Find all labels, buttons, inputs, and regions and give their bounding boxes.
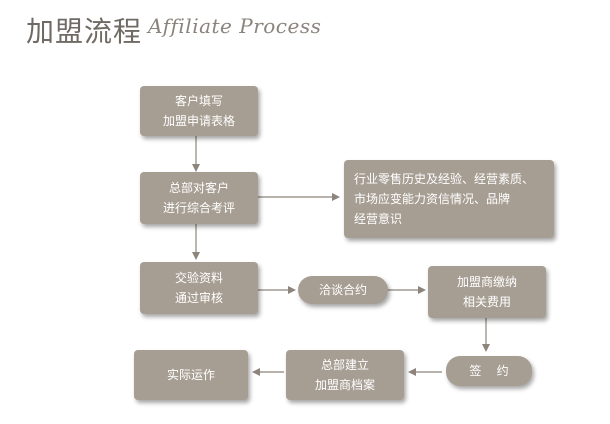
step-label-line1: 实际运作 (166, 368, 215, 382)
step-label-line1: 洽谈合约 (318, 283, 367, 297)
step-label-line1: 加盟商缴纳 (456, 275, 517, 289)
step-label-line2: 相关费用 (462, 295, 511, 309)
step-fill-form: 客户填写 加盟申请表格 (140, 86, 258, 136)
step-evaluate: 总部对客户 进行综合考评 (140, 172, 258, 224)
step-pay-fees: 加盟商缴纳 相关费用 (428, 266, 546, 318)
criteria-line1: 行业零售历史及经验、经营素质、 (354, 172, 535, 186)
step-label-line2: 通过审核 (174, 291, 223, 305)
page-title: 加盟流程 (26, 15, 143, 48)
step-label-line1: 总部对客户 (168, 181, 229, 195)
step-label-line2: 进行综合考评 (162, 201, 235, 215)
page-subtitle: Affiliate Process (148, 14, 322, 38)
step-criteria: 行业零售历史及经验、经营素质、 市场应变能力资信情况、品牌 经营意识 (344, 160, 554, 238)
step-archive: 总部建立 加盟商档案 (286, 350, 404, 400)
step-operate: 实际运作 (134, 350, 248, 400)
step-label-line1: 交验资料 (174, 271, 223, 285)
step-label-line1: 签 约 (469, 364, 509, 378)
criteria-line2: 市场应变能力资信情况、品牌 (354, 192, 511, 206)
criteria-line3: 经营意识 (354, 212, 403, 226)
step-label-line2: 加盟商档案 (314, 378, 375, 392)
step-negotiate: 洽谈合约 (298, 276, 388, 304)
step-label-line1: 总部建立 (320, 358, 369, 372)
step-sign: 签 约 (446, 356, 532, 386)
step-submit-docs: 交验资料 通过审核 (140, 262, 258, 314)
step-label-line2: 加盟申请表格 (162, 114, 235, 128)
step-label-line1: 客户填写 (174, 94, 223, 108)
